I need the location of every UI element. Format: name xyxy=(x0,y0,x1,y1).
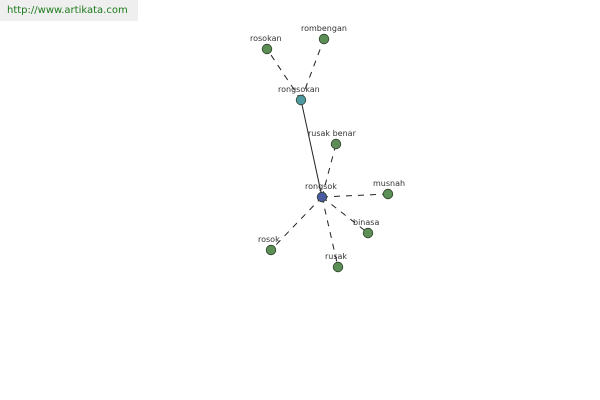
node-label-rongsok[interactable]: rongsok xyxy=(305,182,337,191)
node-rusak[interactable] xyxy=(332,261,344,273)
node-musnah[interactable] xyxy=(382,188,394,200)
edge-rongsokan-rosokan xyxy=(266,48,302,101)
node-label-binasa[interactable]: binasa xyxy=(353,218,379,227)
node-rosokan[interactable] xyxy=(261,43,273,55)
node-label-rosok[interactable]: rosok xyxy=(258,235,280,244)
edge-rongsok-rongsokan xyxy=(300,99,323,198)
node-binasa[interactable] xyxy=(362,227,374,239)
node-rombengan[interactable] xyxy=(318,33,330,45)
edges-layer xyxy=(266,38,389,268)
edge-rongsok-binasa xyxy=(321,196,369,234)
node-label-rongsokan[interactable]: rongsokan xyxy=(278,85,320,94)
edge-rongsok-musnah xyxy=(321,193,389,198)
node-rongsokan[interactable] xyxy=(295,94,307,106)
node-label-rusak[interactable]: rusak xyxy=(325,252,347,261)
node-rosok[interactable] xyxy=(265,244,277,256)
url-banner[interactable]: http://www.artikata.com xyxy=(0,0,138,21)
node-label-musnah[interactable]: musnah xyxy=(373,179,405,188)
node-rusak-benar[interactable] xyxy=(330,138,342,150)
node-label-rombengan[interactable]: rombengan xyxy=(301,24,347,33)
edge-rongsok-rosok xyxy=(270,196,323,251)
labels-layer: rongsok rongsokan rosokan rombengan rusak be… xyxy=(250,24,405,261)
node-label-rusak-benar[interactable]: rusak benar xyxy=(308,129,357,138)
node-rongsok[interactable] xyxy=(316,191,328,203)
edge-rongsok-rusak-benar xyxy=(321,143,337,198)
nodes-layer xyxy=(261,33,394,273)
node-label-rosokan[interactable]: rosokan xyxy=(250,34,282,43)
